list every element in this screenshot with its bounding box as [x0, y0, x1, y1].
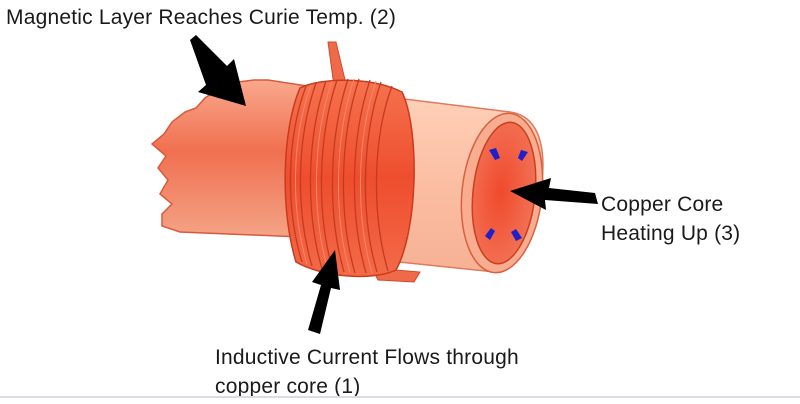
frame-bottom-border — [0, 396, 800, 398]
flow-arrow-top-right — [518, 150, 528, 161]
coil-turns — [289, 78, 393, 274]
core-flow-marks — [485, 148, 528, 241]
flow-arrow-bottom-right — [511, 229, 522, 241]
copper-core-label: Copper Core Heating Up (3) — [601, 190, 740, 248]
arrow-to-magnetic-layer — [190, 35, 246, 106]
inductive-current-label: Inductive Current Flows through copper c… — [215, 343, 519, 401]
inductive-current-label-line-1: Inductive Current Flows through — [215, 346, 519, 369]
flow-arrow-bottom-left — [485, 228, 495, 240]
coil-lead-top — [327, 41, 347, 87]
copper-core-label-line-1: Copper Core — [601, 193, 724, 216]
coil-turn-highlights — [295, 78, 377, 274]
arrow-to-coil — [308, 250, 340, 334]
flow-arrow-top-left — [489, 148, 500, 160]
magnetic-layer-label-text: Magnetic Layer Reaches Curie Temp. (2) — [6, 6, 397, 29]
magnetic-layer-label: Magnetic Layer Reaches Curie Temp. (2) — [6, 3, 396, 32]
induction-coil — [284, 79, 415, 278]
pointer-arrows — [190, 35, 598, 334]
copper-core-label-line-2: Heating Up (3) — [601, 222, 741, 245]
inductive-current-label-line-2: copper core (1) — [215, 375, 361, 398]
arrow-to-copper-core — [510, 178, 598, 210]
